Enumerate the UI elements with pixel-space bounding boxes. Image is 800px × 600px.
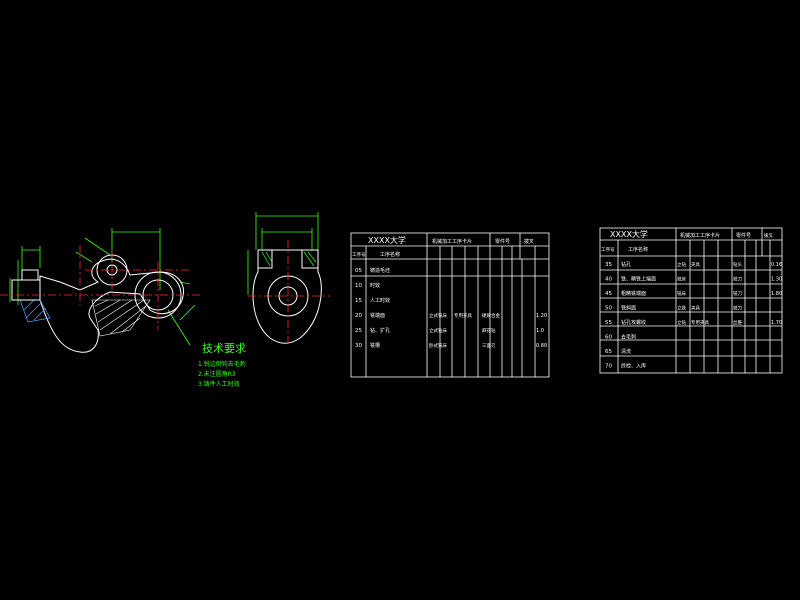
row-operation-name: 铣斜面 xyxy=(621,305,636,312)
front-view xyxy=(0,228,200,353)
row-tool: 三面刃 xyxy=(482,343,496,349)
row-fixture: 夹具 xyxy=(691,261,700,268)
side-view xyxy=(247,212,330,345)
row-number: 25 xyxy=(355,328,362,334)
row-tool: 铣刀 xyxy=(733,290,742,297)
row-operation-name: 铣端面 xyxy=(370,312,385,319)
row-fixture: 夹具 xyxy=(691,305,700,312)
row-fixture: 专用夹具 xyxy=(454,312,472,319)
sheet1-card-title: 机械加工工序卡片 xyxy=(432,238,472,245)
row-time: 0.16 xyxy=(771,262,782,268)
sheet1-product-label: 零件号 xyxy=(495,238,510,245)
row-operation-name: 铣槽 xyxy=(370,342,380,349)
process-sheet-1 xyxy=(350,232,550,378)
row-tool: 钻头 xyxy=(733,261,742,268)
row-operation-name: 终检、入库 xyxy=(621,363,646,370)
row-machine: 铣床 xyxy=(677,290,686,297)
tech-requirement-item: 2.未注圆角R3 xyxy=(198,370,236,378)
tech-requirement-item: 3.铸件人工时效 xyxy=(198,380,240,388)
row-number: 05 xyxy=(355,268,362,274)
row-fixture: 专用夹具 xyxy=(691,319,709,326)
row-number: 35 xyxy=(605,262,612,268)
row-operation-name: 去毛刺 xyxy=(621,334,636,341)
row-machine: 立钻 xyxy=(677,261,686,268)
row-tool: 麻花钻 xyxy=(482,327,496,334)
row-operation-name: 时效 xyxy=(370,282,380,289)
row-time: 1.0 xyxy=(536,328,544,334)
row-number: 70 xyxy=(605,364,612,370)
row-number: 65 xyxy=(605,349,612,355)
row-number: 55 xyxy=(605,320,612,326)
row-time: 1.80 xyxy=(771,291,782,297)
tech-requirement-item: 1.锐边倒钝去毛刺 xyxy=(198,360,246,368)
process-sheet-2 xyxy=(599,227,783,374)
row-operation-name: 粗精铣端面 xyxy=(621,290,646,297)
row-operation-name: 钻孔攻螺纹 xyxy=(621,319,646,326)
row-machine: 立式铣床 xyxy=(429,312,447,319)
sheet2-card-title: 机械加工工序卡片 xyxy=(680,232,720,239)
row-operation-name: 铣、精铣上端面 xyxy=(621,276,656,283)
row-tool: 铣刀 xyxy=(733,305,742,312)
row-number: 50 xyxy=(605,306,612,312)
row-number: 60 xyxy=(605,335,612,341)
row-tool: 丝锥 xyxy=(733,319,742,326)
row-operation-name: 钻孔 xyxy=(621,261,631,268)
sheet2-col-name: 工序名称 xyxy=(628,246,648,253)
row-operation-name: 铸造毛坯 xyxy=(370,267,390,274)
row-time: 1.30 xyxy=(771,277,782,283)
row-number: 10 xyxy=(355,283,362,289)
row-operation-name: 人工时效 xyxy=(370,297,390,304)
sheet2-col-no: 工序号 xyxy=(601,246,615,253)
sheet1-part-label: 拨叉 xyxy=(524,238,534,245)
row-number: 15 xyxy=(355,298,362,304)
sheet1-col-name: 工序名称 xyxy=(380,251,400,258)
row-number: 20 xyxy=(355,313,362,319)
sheet2-part-label: 拨叉 xyxy=(764,232,773,239)
row-tool: 硬质合金 xyxy=(482,312,500,319)
row-operation-name: 钻、扩孔 xyxy=(370,327,390,334)
row-machine: 立式钻床 xyxy=(429,327,447,334)
row-tool: 铣刀 xyxy=(733,276,742,283)
sheet1-school: XXXX大学 xyxy=(368,235,406,245)
row-machine: 铣床 xyxy=(677,276,686,283)
sheet1-col-no: 工序号 xyxy=(352,251,366,258)
row-number: 40 xyxy=(605,277,612,283)
tech-requirements-title: 技术要求 xyxy=(202,342,246,355)
row-machine: 立钻 xyxy=(677,319,686,326)
row-number: 45 xyxy=(605,291,612,297)
row-time: 0.80 xyxy=(536,343,547,349)
row-machine: 卧式铣床 xyxy=(429,342,447,349)
row-time: 1.70 xyxy=(771,320,782,326)
row-number: 30 xyxy=(355,343,362,349)
sheet2-school: XXXX大学 xyxy=(610,229,648,239)
row-time: 1.20 xyxy=(536,313,547,319)
sheet2-product-label: 零件号 xyxy=(736,232,751,239)
row-operation-name: 清洗 xyxy=(621,348,631,355)
row-machine: 立铣 xyxy=(677,305,686,312)
sheet1-rows: 05 铸造毛坯 10 时效 15 人工时效 20 铣端面 立式铣床专用夹具 硬质合金 1.20 25 钻… xyxy=(355,267,547,349)
